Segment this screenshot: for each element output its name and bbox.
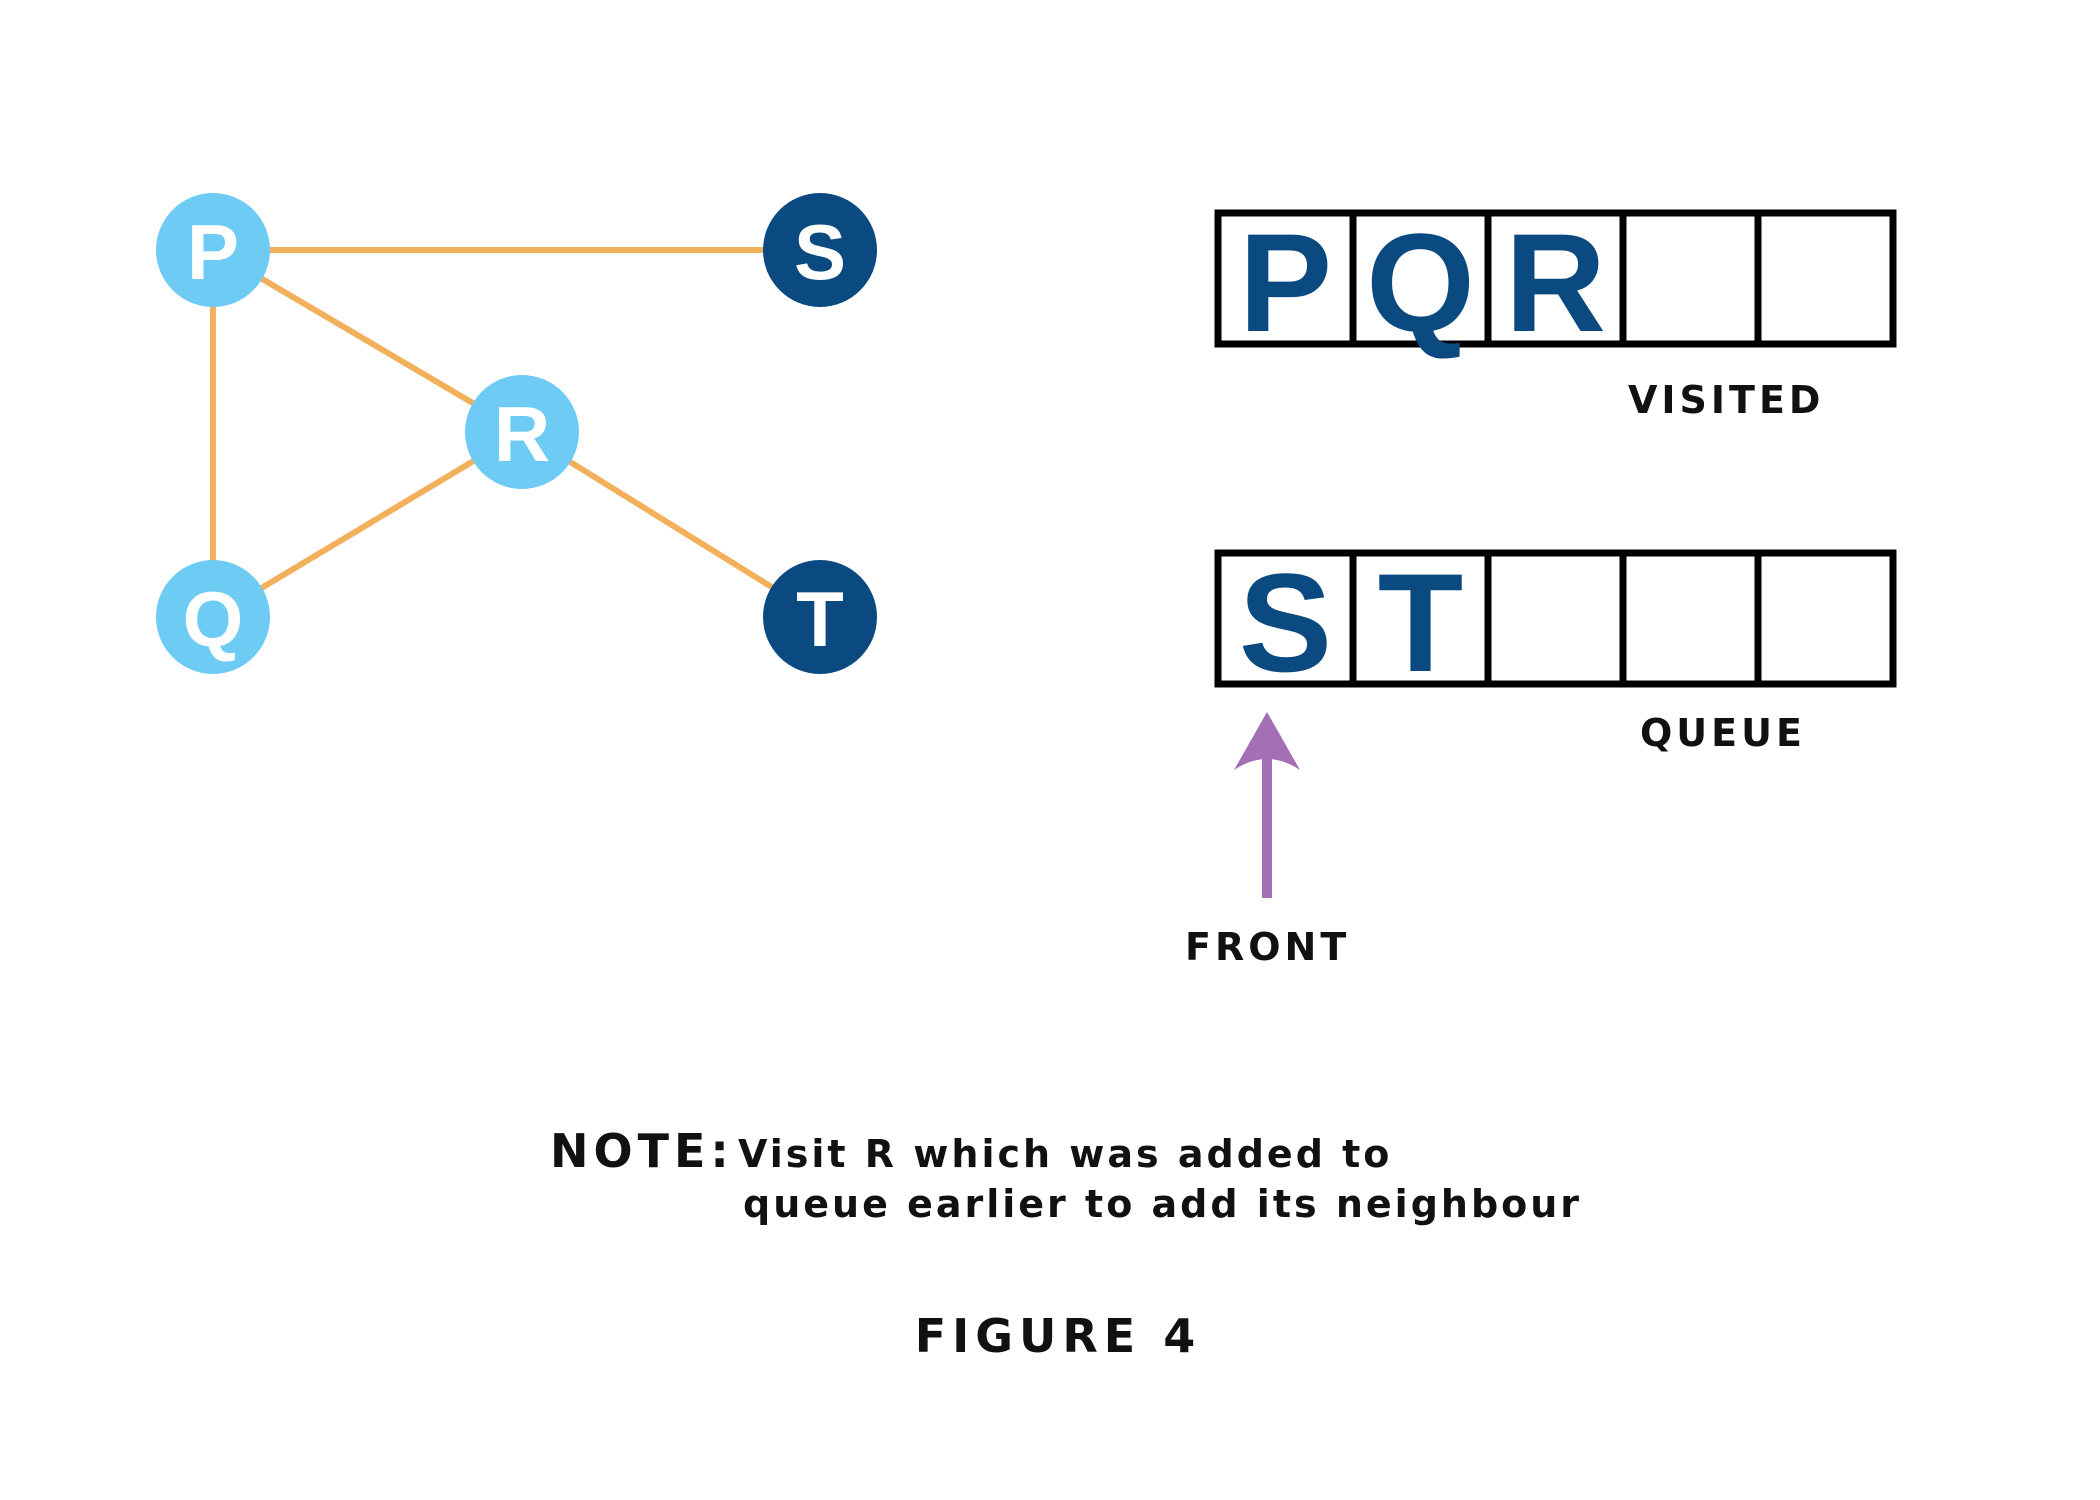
note-heading: NOTE: [550,1124,734,1178]
node-t-label: T [796,575,844,663]
graph-nodes: P S R Q T [156,193,877,674]
visited-cell-5 [1754,209,1897,348]
edge-p-r [211,247,524,435]
visited-cell-3-letter: R [1505,204,1606,361]
node-q-circle [156,560,270,674]
queue-cell-4 [1619,549,1762,688]
visited-cell-2-letter: Q [1366,204,1475,361]
node-q-label: Q [183,575,244,663]
node-t-circle [763,560,877,674]
node-s-circle [763,193,877,307]
node-s-label: S [794,208,846,296]
node-q: Q [156,560,270,674]
node-p-circle [156,193,270,307]
visited-cell-1-letter: P [1239,204,1332,361]
note-line-2: queue earlier to add its neighbour [743,1182,1582,1226]
front-arrow [1234,712,1300,898]
edge-r-t [520,429,822,620]
front-arrow-head [1234,712,1300,770]
queue-caption: QUEUE [1640,711,1806,755]
node-s: S [763,193,877,307]
queue-cell-5 [1754,549,1897,688]
queue-cell-3 [1484,549,1627,688]
node-r: R [465,375,579,489]
visited-caption: VISITED [1628,378,1824,422]
node-p-label: P [187,208,239,296]
queue-cell-2 [1349,549,1492,688]
node-r-circle [465,375,579,489]
visited-cell-4 [1619,209,1762,348]
queue-cell-2-letter: T [1378,544,1464,701]
note-line-1: Visit R which was added to [738,1132,1392,1176]
node-p: P [156,193,270,307]
edge-q-r [211,429,524,620]
visited-cell-1 [1214,209,1357,348]
node-r-label: R [494,390,550,478]
queue-cell-1-letter: S [1239,544,1332,701]
queue-cell-1 [1214,549,1357,688]
graph-edges [210,247,822,620]
visited-cell-3 [1484,209,1627,348]
node-t: T [763,560,877,674]
front-caption: FRONT [1185,925,1350,969]
figure-title: FIGURE 4 [915,1309,1202,1363]
